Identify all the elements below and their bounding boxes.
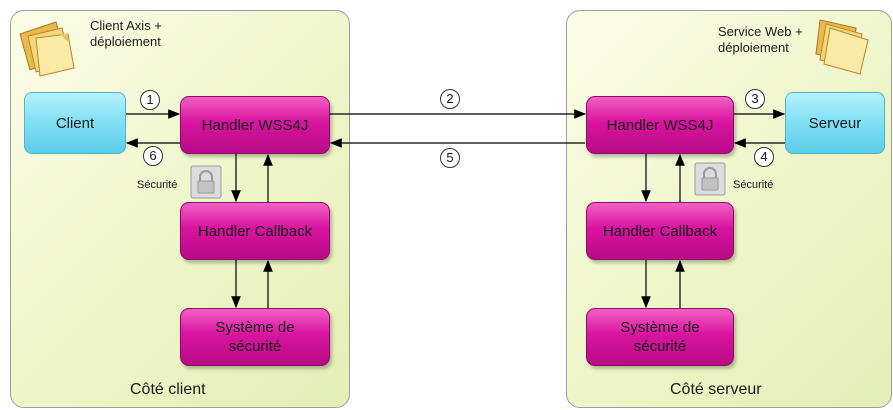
client-handler-wss4j: Handler WSS4J (180, 96, 330, 154)
client-security-label: Sécurité (137, 179, 178, 191)
lock-icon (694, 162, 726, 196)
documents-icon (19, 21, 75, 77)
step-6-badge: 6 (143, 146, 163, 166)
server-box: Serveur (785, 92, 885, 154)
step-2-badge: 2 (440, 89, 460, 109)
step-3-badge: 3 (745, 89, 765, 109)
step-5-badge: 5 (440, 148, 460, 168)
client-security-system: Système de sécurité (180, 308, 330, 366)
server-side-title: Côté serveur (670, 381, 762, 398)
step-1-badge: 1 (140, 90, 160, 110)
server-deploy-label: Service Web + déploiement (718, 24, 803, 55)
server-handler-callback: Handler Callback (586, 202, 734, 260)
documents-icon (815, 19, 869, 75)
server-security-label: Sécurité (733, 179, 774, 191)
client-side-title: Côté client (130, 381, 206, 398)
server-security-system: Système de sécurité (586, 308, 734, 366)
client-handler-callback: Handler Callback (180, 202, 330, 260)
step-4-badge: 4 (754, 147, 774, 167)
lock-icon (190, 165, 222, 199)
server-handler-wss4j: Handler WSS4J (586, 96, 734, 154)
client-box: Client (24, 92, 126, 154)
client-deploy-label: Client Axis + déploiement (90, 18, 162, 49)
